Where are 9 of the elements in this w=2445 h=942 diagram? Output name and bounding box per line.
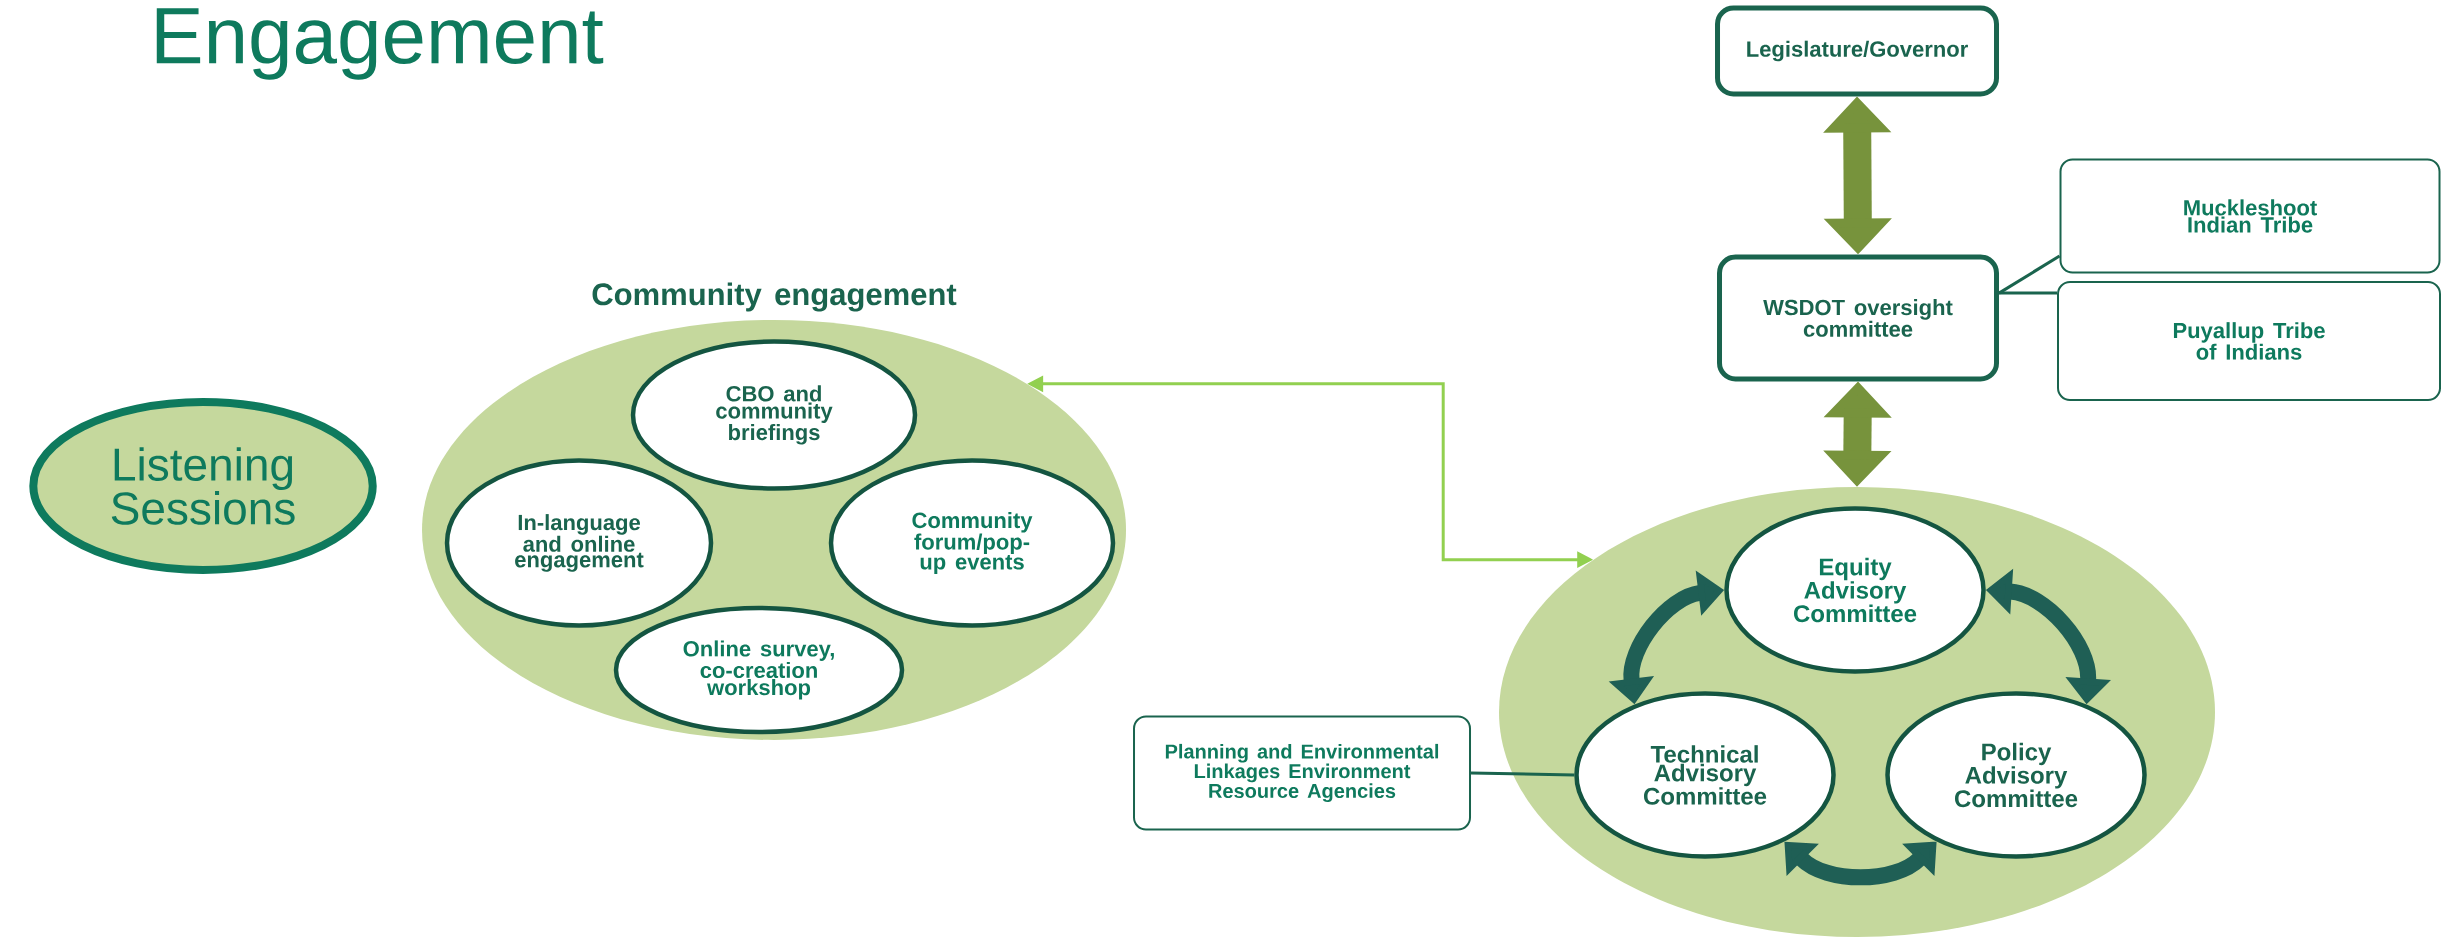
partner-box: Puyallup Tribe of Indians <box>2057 281 2441 401</box>
oval-badge: Listening Sessions <box>29 398 377 574</box>
arrow <box>1784 841 1937 886</box>
page-title: Engagement <box>156 8 604 80</box>
process-box: WSDOT oversight committee <box>1717 254 1999 382</box>
partner-box: Planning and Environmental Linkages Environment Resource Agencies <box>1133 715 1471 831</box>
process-box: Legislature/Governor <box>1715 5 1999 97</box>
partner-box: Muckleshoot Indian Tribe <box>2059 158 2441 274</box>
group-heading: Community engagement <box>592 282 957 312</box>
